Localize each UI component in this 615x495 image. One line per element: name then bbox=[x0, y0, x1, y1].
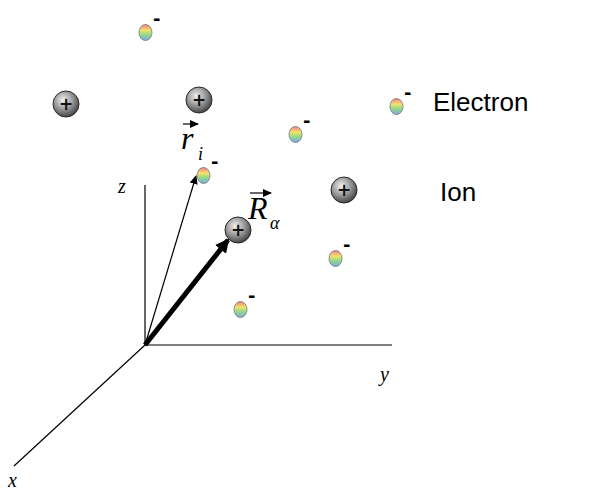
electron-oval bbox=[329, 251, 342, 267]
charge-sign: - bbox=[404, 84, 411, 102]
electron-sphere bbox=[233, 300, 248, 319]
axis-label: z bbox=[118, 176, 126, 196]
vector-symbol: r bbox=[181, 122, 193, 154]
electron-sphere bbox=[288, 125, 303, 144]
electron-oval bbox=[234, 302, 247, 318]
charge-sign: - bbox=[248, 287, 255, 305]
vector-subscript: α bbox=[270, 214, 279, 232]
ion-circle bbox=[331, 177, 357, 203]
ion: + bbox=[185, 86, 213, 114]
charge-sign: + bbox=[59, 96, 73, 113]
y-axis bbox=[145, 344, 392, 345]
electron-sphere bbox=[196, 166, 211, 185]
ion-circle bbox=[53, 91, 79, 117]
electron: - bbox=[288, 125, 318, 145]
legend-label: Ion bbox=[440, 179, 476, 205]
legend-label: Electron bbox=[433, 89, 528, 115]
electron-sphere bbox=[138, 23, 153, 42]
ion: + bbox=[52, 90, 80, 118]
electron: - bbox=[196, 166, 226, 186]
charge-sign: - bbox=[211, 153, 218, 171]
charge-sign: - bbox=[303, 112, 310, 130]
electron-sphere bbox=[389, 97, 404, 116]
electron-oval bbox=[197, 168, 210, 184]
electron-sphere bbox=[328, 249, 343, 268]
charge-sign: - bbox=[153, 10, 160, 28]
vector-symbol: R bbox=[248, 192, 268, 224]
electron: - bbox=[328, 249, 358, 269]
charge-sign: + bbox=[337, 182, 351, 199]
charge-sign: + bbox=[231, 222, 245, 239]
vector-subscript: i bbox=[198, 145, 203, 163]
electron-oval bbox=[390, 99, 403, 115]
ion-position-vector bbox=[145, 240, 228, 345]
x-axis bbox=[14, 345, 145, 466]
axis-label: y bbox=[380, 364, 389, 384]
electron: - bbox=[138, 23, 168, 43]
axis-label: x bbox=[8, 470, 17, 490]
ion-circle bbox=[186, 87, 212, 113]
electron-oval bbox=[139, 25, 152, 41]
ion-circle bbox=[225, 217, 251, 243]
ion: + bbox=[224, 216, 252, 244]
z-axis bbox=[144, 185, 145, 345]
ion: + bbox=[330, 176, 358, 204]
charge-sign: + bbox=[192, 92, 206, 109]
charge-sign: - bbox=[343, 236, 350, 254]
electron-position-vector bbox=[145, 176, 196, 345]
electron-oval bbox=[289, 127, 302, 143]
electron: - bbox=[389, 97, 419, 117]
electron: - bbox=[233, 300, 263, 320]
